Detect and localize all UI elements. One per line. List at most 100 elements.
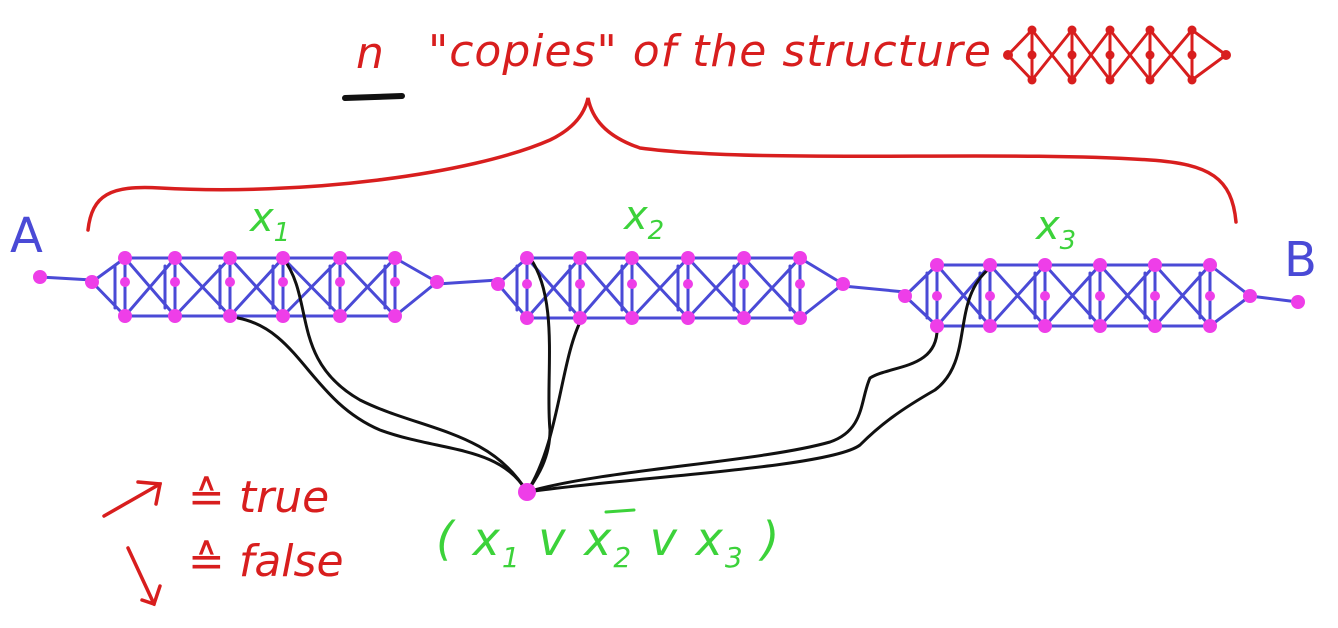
middle-node — [683, 279, 693, 289]
top-node — [223, 251, 237, 265]
top-node — [1093, 258, 1107, 272]
chain-edge — [435, 278, 500, 286]
bottom-node — [333, 309, 347, 323]
chain-edge — [903, 263, 939, 298]
clause-wire — [525, 316, 584, 494]
mini-node — [1027, 25, 1037, 35]
middle-node — [932, 291, 942, 301]
top-node — [333, 251, 347, 265]
top-node — [681, 251, 695, 265]
clause-wire — [236, 316, 529, 494]
top-node — [168, 251, 182, 265]
chain-edge — [393, 280, 439, 318]
mini-node — [1221, 50, 1231, 60]
mini-edge — [1148, 28, 1194, 82]
mini-node — [1067, 75, 1077, 85]
clause-wire — [525, 266, 992, 494]
bottom-node — [118, 309, 132, 323]
mini-node — [1027, 50, 1037, 60]
mini-edge — [1006, 53, 1034, 82]
variable-gadgets — [38, 256, 1300, 328]
bottom-node — [793, 311, 807, 325]
mini-edge — [1030, 28, 1074, 82]
bottom-node — [681, 311, 695, 325]
top-node — [276, 251, 290, 265]
mini-node — [1145, 25, 1155, 35]
variable-x3-label: x3 — [1036, 203, 1077, 256]
variable-x1-label: x1 — [250, 195, 291, 248]
top-node — [625, 251, 639, 265]
chain-edge — [1208, 294, 1252, 328]
gadget-left-node — [491, 277, 505, 291]
endpoint-b-label: B — [1284, 232, 1317, 288]
mini-node — [1105, 50, 1115, 60]
copies-title: "copies" of the structure — [428, 26, 992, 77]
gadget-right-node — [430, 275, 444, 289]
top-node — [1038, 258, 1052, 272]
bottom-node — [983, 319, 997, 333]
endpoint-a-label: A — [10, 208, 43, 264]
chain-edge — [903, 294, 939, 328]
bottom-node — [737, 311, 751, 325]
clause-node — [518, 483, 536, 501]
cross-edge — [123, 256, 177, 318]
mini-node — [1105, 75, 1115, 85]
chain-edge — [1208, 263, 1252, 298]
chain-edge — [841, 284, 907, 294]
middle-node — [739, 279, 749, 289]
top-node — [930, 258, 944, 272]
bottom-node — [223, 309, 237, 323]
middle-node — [1040, 291, 1050, 301]
legend-false-label: ≙ false — [188, 536, 344, 587]
chain-edge — [798, 256, 845, 286]
gadget-left-node — [85, 275, 99, 289]
top-node — [520, 251, 534, 265]
gadget-right-node — [1243, 289, 1257, 303]
bottom-node — [1038, 319, 1052, 333]
mini-node — [1067, 25, 1077, 35]
gadget-right-node — [836, 277, 850, 291]
top-node — [573, 251, 587, 265]
copies-count-label: n — [356, 28, 384, 79]
negation-bar — [604, 508, 636, 514]
mini-node — [1067, 50, 1077, 60]
endpoint-b-node — [1291, 295, 1305, 309]
middle-node — [575, 279, 585, 289]
mini-node — [1027, 75, 1037, 85]
top-node — [1203, 258, 1217, 272]
bottom-node — [930, 319, 944, 333]
chain-edge — [90, 280, 127, 318]
middle-node — [120, 277, 130, 287]
legend-true-label: ≙ true — [188, 472, 330, 523]
bottom-node — [1093, 319, 1107, 333]
endpoint-a-node — [33, 270, 47, 284]
clause-formula: ( x1 v x2 v x3 ) — [436, 512, 782, 574]
bottom-node — [168, 309, 182, 323]
mini-edge — [1190, 28, 1228, 57]
chain-edge — [38, 275, 94, 282]
n-underline — [342, 93, 405, 101]
middle-node — [627, 279, 637, 289]
clause-wire — [525, 256, 552, 494]
bottom-node — [388, 309, 402, 323]
middle-node — [335, 277, 345, 287]
mini-edge — [1108, 28, 1152, 82]
mini-node — [1145, 75, 1155, 85]
bottom-node — [625, 311, 639, 325]
copies-brace — [86, 97, 1238, 232]
true-arrow-icon — [102, 480, 163, 518]
mini-node — [1003, 50, 1013, 60]
top-node — [737, 251, 751, 265]
bottom-node — [520, 311, 534, 325]
structure-mini-icon — [1003, 25, 1231, 85]
gadget-left-node — [898, 289, 912, 303]
false-arrow-icon — [126, 546, 162, 607]
graph-nodes — [33, 251, 1305, 501]
mini-edge — [1006, 28, 1034, 57]
top-node — [388, 251, 402, 265]
top-node — [1148, 258, 1162, 272]
mini-node — [1187, 50, 1197, 60]
chain-edge — [1248, 294, 1300, 304]
mini-node — [1145, 50, 1155, 60]
